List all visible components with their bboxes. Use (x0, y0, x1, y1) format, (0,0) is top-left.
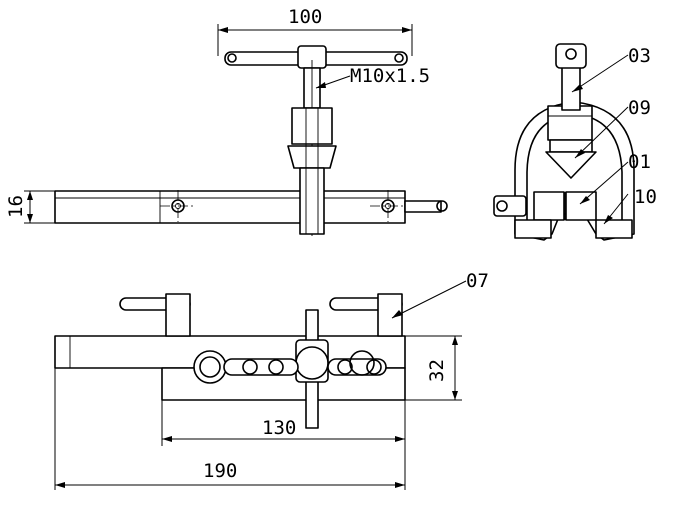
hole-large (193, 350, 227, 384)
clamp-block-right (565, 191, 597, 221)
side-view: 03 09 01 10 (493, 43, 657, 241)
dim-side-height: 32 (426, 359, 448, 382)
part-01-label: 01 (628, 151, 651, 173)
clamp-block-left (533, 191, 565, 221)
part-10-label: 10 (634, 186, 657, 208)
top-view: 07 32 130 190 (54, 270, 489, 490)
front-view: 100 M10x1.5 16 (5, 6, 448, 236)
dim-top-width: 100 (288, 6, 322, 28)
dim-height: 16 (5, 195, 27, 218)
dim-total-width: 190 (203, 460, 237, 482)
thread-spec: M10x1.5 (350, 65, 430, 87)
cone-tip (287, 145, 337, 169)
central-knob (295, 346, 329, 380)
part-09-label: 09 (628, 97, 651, 119)
part-07-label: 07 (466, 270, 489, 292)
flare-cone (545, 151, 597, 179)
base-bar (54, 190, 406, 224)
dim-inner-width: 130 (262, 417, 296, 439)
screw-head (555, 43, 587, 69)
part-03-label: 03 (628, 45, 651, 67)
